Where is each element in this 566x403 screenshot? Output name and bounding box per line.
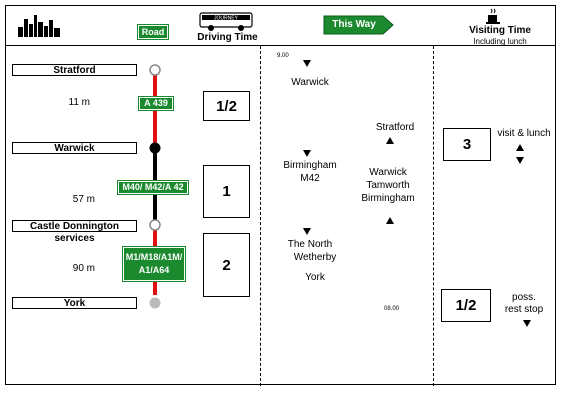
return-stop-stratford: Stratford (375, 122, 415, 133)
return-arrow-1 (386, 137, 394, 144)
visiting-time-subheading: Including lunch (473, 37, 527, 46)
outbound-stop-birmingham: Birmingham (283, 160, 337, 171)
return-stop-tamworth: Tamworth (366, 180, 410, 191)
leg-hours-1: 1/2 (203, 91, 250, 121)
outbound-stop-warwick: Warwick (291, 77, 329, 88)
bus-icon: JOURNEY (199, 12, 253, 31)
stop-marker-york (149, 297, 161, 309)
return-end-time: 08.00 (384, 306, 400, 312)
visit-note-stratford: visit & lunch (497, 128, 551, 139)
stop-name-york: York (12, 297, 137, 309)
visit-hours-rest-stop: 1/2 (441, 289, 491, 322)
leg-distance-3: 90 m (72, 263, 95, 274)
return-stop-warwick: Warwick (369, 167, 407, 178)
return-arrow-2 (386, 217, 394, 224)
bus-sign-text: JOURNEY (214, 16, 239, 22)
leg-road-3: M1/M18/A1M/ A1/A64 (122, 246, 186, 282)
stop-marker-warwick (149, 142, 161, 154)
this-way-arrow-icon (323, 15, 394, 35)
leg-hours-2: 1 (203, 165, 250, 218)
visit-note-rest-stop-line2: rest stop (504, 304, 544, 315)
road-legend-chip: Road (137, 24, 169, 40)
outbound-arrow-3 (303, 228, 311, 235)
stop-name-castle-donnington: Castle Donnington (12, 220, 137, 232)
stop-marker-stratford (149, 64, 161, 76)
header-divider (5, 45, 556, 46)
leg-road-1: A 439 (138, 96, 174, 111)
visiting-time-heading: Visiting Time (469, 25, 531, 36)
stop-sub-castle-donnington: services (54, 233, 95, 244)
outbound-stop-m42: M42 (300, 173, 320, 184)
city-skyline-icon (18, 15, 60, 37)
outbound-stop-wetherby: Wetherby (293, 252, 337, 263)
diagram-frame (5, 5, 556, 385)
visit-arrow-up (516, 144, 524, 151)
visit-arrow-rest-stop (523, 320, 531, 327)
visit-hours-stratford: 3 (443, 128, 491, 161)
stop-name-stratford: Stratford (12, 64, 137, 76)
outbound-stop-the-north: The North (287, 239, 333, 250)
leg-road-2: M40/ M42/A 42 (117, 180, 189, 195)
visit-arrow-down (516, 157, 524, 164)
driving-time-heading: Driving Time (197, 32, 258, 43)
stop-name-warwick: Warwick (12, 142, 137, 154)
outbound-stop-york: York (305, 272, 325, 283)
this-way-label: This Way (332, 19, 376, 30)
visiting-column-divider (433, 46, 434, 386)
return-stop-birmingham: Birmingham (361, 193, 415, 204)
leg-distance-1: 11 m (68, 97, 91, 108)
leg-hours-3: 2 (203, 233, 250, 297)
outbound-start-time: 9.00 (277, 53, 289, 59)
outbound-arrow-1 (303, 60, 311, 67)
outbound-arrow-2 (303, 150, 311, 157)
outbound-column-divider (260, 46, 261, 386)
coffee-cup-icon (486, 8, 500, 24)
leg-distance-2: 57 m (72, 194, 95, 205)
visit-note-rest-stop-line1: poss. (512, 292, 536, 303)
stop-marker-castle-donnington (149, 219, 161, 231)
